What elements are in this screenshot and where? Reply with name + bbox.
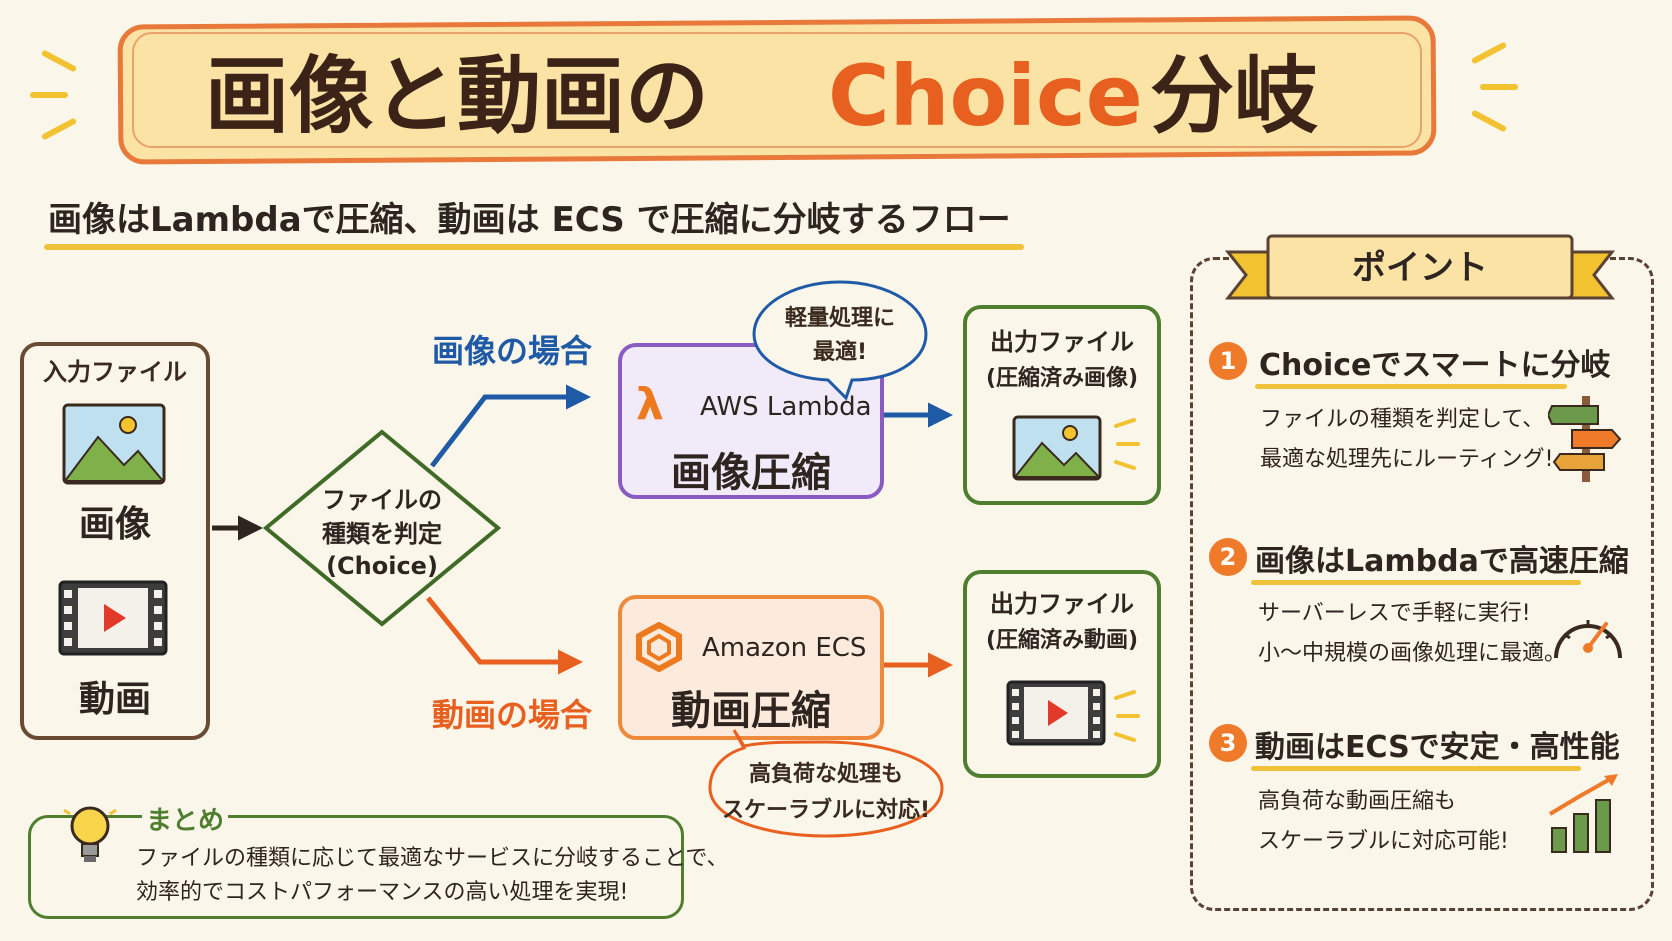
video-file-icon	[58, 580, 168, 656]
title-banner-frame	[132, 32, 1422, 148]
point-number-3: 3	[1209, 724, 1247, 762]
sparkle-ray	[30, 92, 68, 98]
image-branch-arrow	[430, 384, 591, 468]
points-banner	[1224, 234, 1616, 300]
output-image-title: 出力ファイル	[990, 328, 1134, 356]
lambda-bubble-line-2: 最適!	[812, 340, 868, 365]
ecs-action: 動画圧縮	[671, 688, 831, 734]
image-case-label: 画像の場合	[432, 332, 593, 370]
point-body-1-line-1: ファイルの種類を判定して、	[1260, 407, 1545, 432]
input-file-title: 入力ファイル	[43, 358, 187, 386]
point-body-3-line-1: 高負荷な動画圧縮も	[1258, 789, 1457, 814]
image-file-icon	[62, 403, 166, 485]
sparkle-icon	[1114, 418, 1140, 470]
lambda-action: 画像圧縮	[671, 450, 831, 496]
point-body-3-line-2: スケーラブルに対応可能!	[1258, 829, 1509, 854]
point-heading-2: 画像はLambdaで高速圧縮	[1255, 544, 1629, 579]
output-video-title: 出力ファイル	[990, 590, 1134, 618]
point-body-1-line-2: 最適な処理先にルーティング!	[1260, 447, 1554, 472]
points-banner-label: ポイント	[1352, 248, 1488, 288]
page-title-accent: Choice	[828, 47, 1143, 145]
summary-title: まとめ	[142, 800, 229, 837]
subtitle: 画像はLambdaで圧縮、動画は ECS で圧縮に分岐するフロー	[48, 200, 1011, 240]
page-title-tail: 分岐	[1150, 47, 1319, 145]
choice-diamond	[262, 429, 502, 627]
summary-box	[28, 815, 684, 919]
ecs-icon	[636, 622, 682, 672]
output-image-subtitle: (圧縮済み画像)	[985, 366, 1139, 391]
lambda-icon: λ	[636, 379, 664, 430]
summary-line-1: ファイルの種類に応じて最適なサービスに分岐することで、	[136, 846, 729, 871]
speedometer-icon	[1554, 620, 1622, 659]
output-video-subtitle: (圧縮済み動画)	[985, 628, 1139, 653]
point-heading-3: 動画はECSで安定・高性能	[1255, 730, 1620, 765]
input-video-label: 動画	[78, 679, 151, 720]
video-branch-arrow	[426, 596, 583, 675]
choice-line-3: (Choice)	[326, 552, 438, 580]
growth-chart-icon	[1548, 774, 1618, 853]
subtitle-underline	[44, 244, 1024, 250]
point-heading-1: Choiceでスマートに分岐	[1259, 348, 1611, 383]
ecs-bubble-line-2: スケーラブルに対応!	[721, 798, 931, 823]
choice-line-2: 種類を判定	[322, 520, 442, 548]
choice-line-1: ファイルの	[322, 486, 442, 514]
lightbulb-icon	[63, 806, 117, 862]
point-number-1: 1	[1209, 342, 1247, 380]
point-body-2-line-1: サーバーレスで手軽に実行!	[1258, 601, 1531, 626]
summary-line-2: 効率的でコストパフォーマンスの高い処理を実現!	[136, 880, 629, 905]
sparkle-icon	[1114, 690, 1140, 742]
sparkle-ray	[1480, 84, 1518, 90]
lambda-bubble-line-1: 軽量処理に	[784, 306, 895, 331]
point-number-2: 2	[1209, 538, 1247, 576]
ecs-bubble-line-1: 高負荷な処理も	[748, 762, 903, 787]
compressed-image-icon	[1012, 415, 1102, 481]
signpost-icon	[1548, 396, 1622, 482]
lambda-speech-bubble	[752, 280, 928, 401]
video-case-label: 動画の場合	[432, 696, 593, 734]
compressed-video-icon	[1006, 680, 1106, 746]
point-underline-1	[1255, 384, 1567, 389]
ecs-service-name: Amazon ECS	[702, 633, 867, 663]
ecs-speech-bubble	[708, 729, 944, 838]
page-title: 画像と動画の	[205, 47, 710, 145]
input-image-label: 画像	[78, 504, 151, 545]
point-body-2-line-2: 小〜中規模の画像処理に最適。	[1258, 641, 1567, 666]
point-underline-2	[1251, 580, 1581, 585]
point-underline-3	[1251, 766, 1581, 771]
